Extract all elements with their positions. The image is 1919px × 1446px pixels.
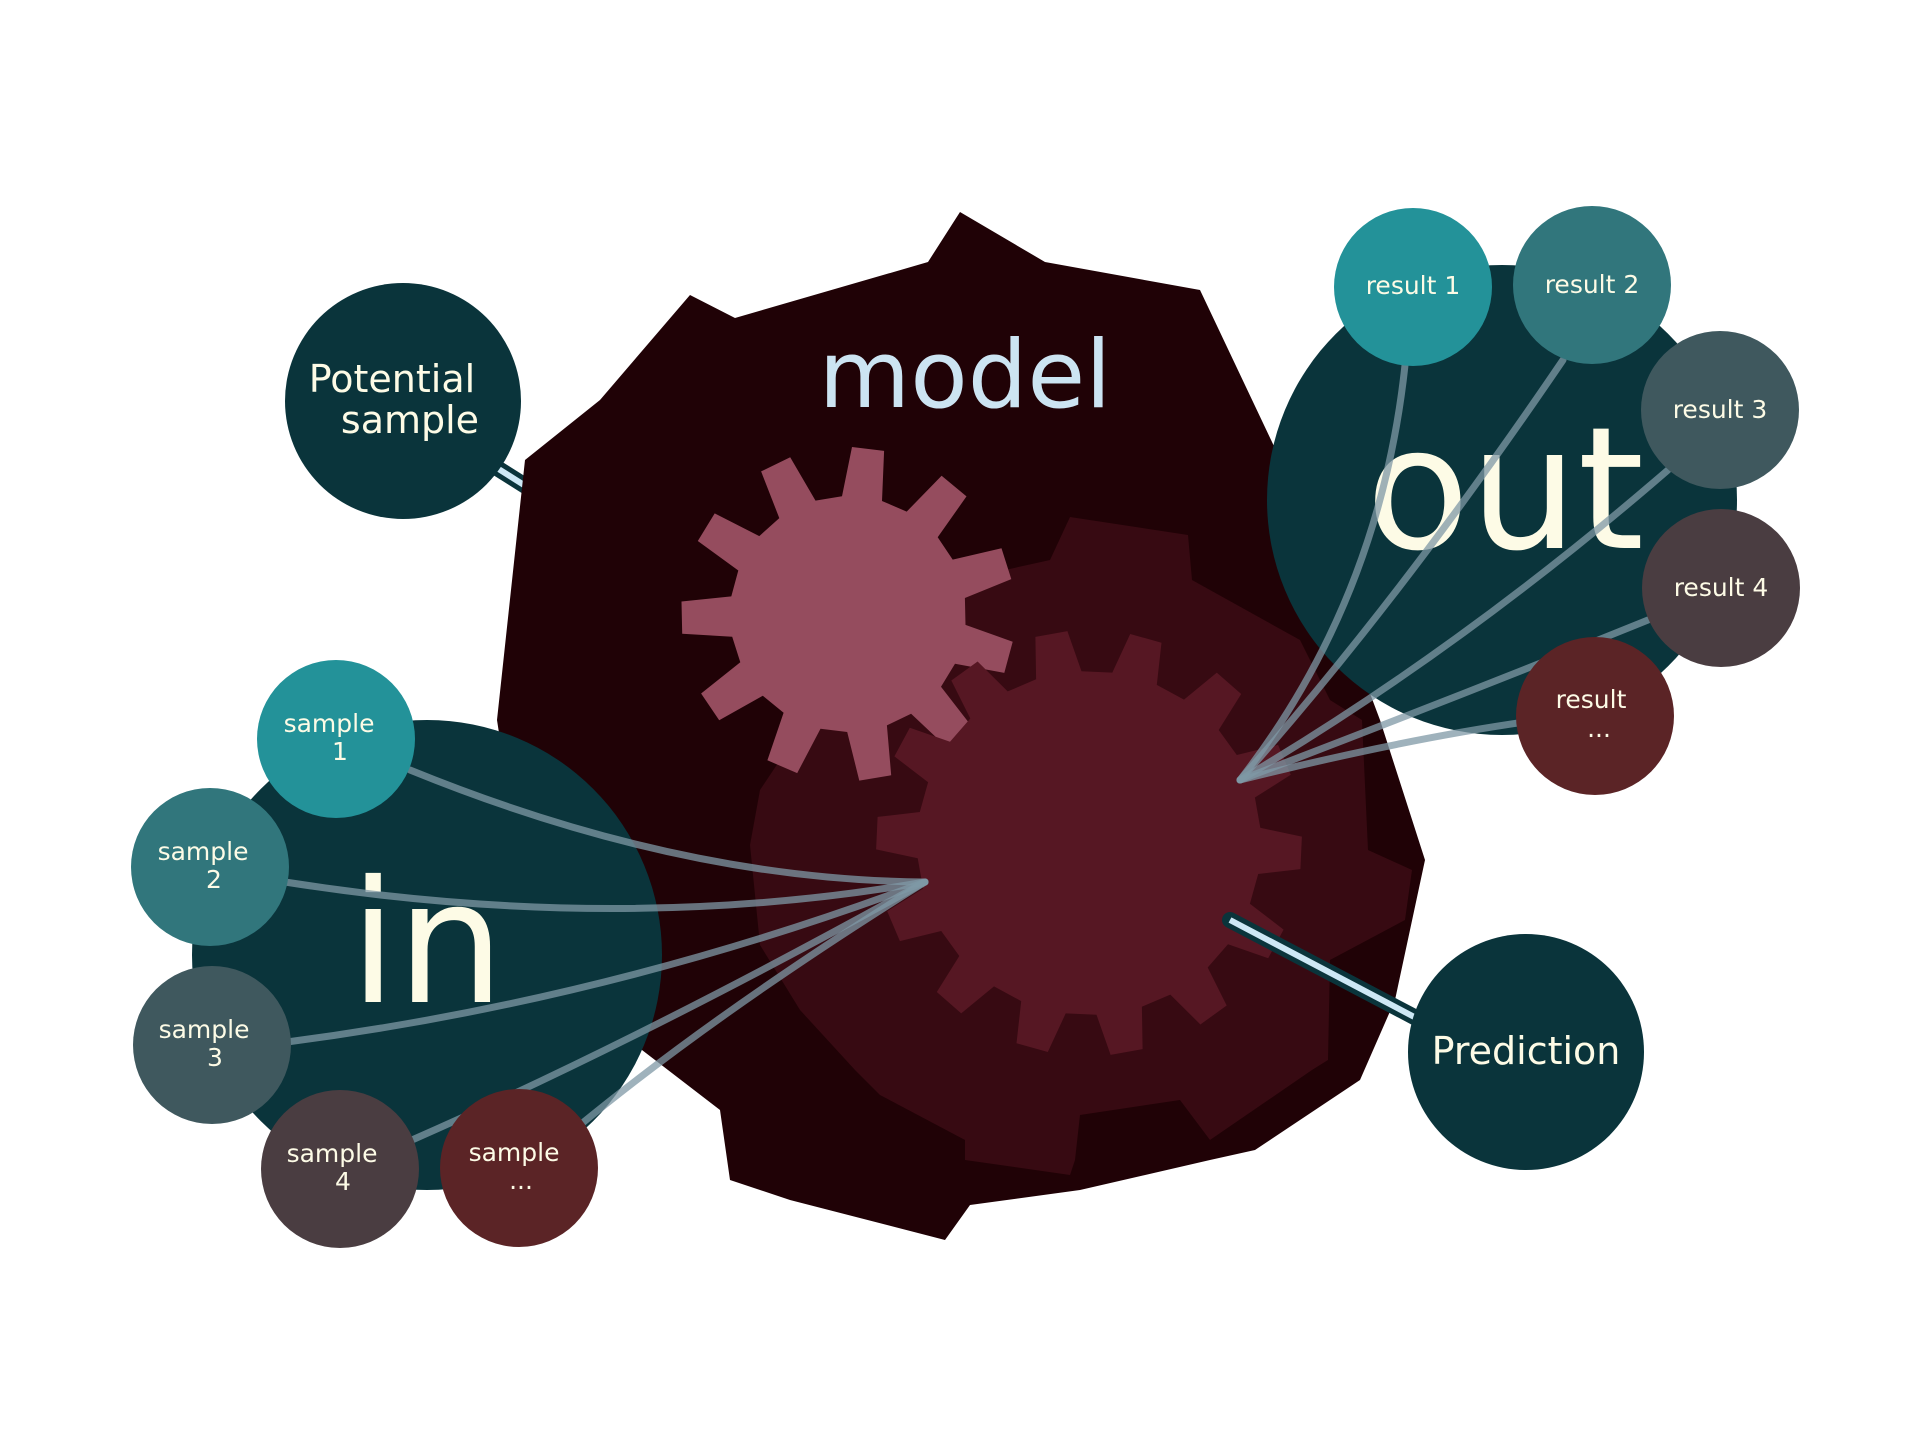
output-group: out (1267, 265, 1737, 735)
output-spoke-1 (1236, 361, 1409, 784)
result-label-5: result ... (1556, 685, 1635, 743)
output-spoke-2 (1236, 356, 1567, 784)
result-label-3: result 3 (1673, 395, 1768, 424)
small-gear (681, 447, 1013, 781)
input-group-circle (192, 720, 662, 1190)
big-gear (876, 631, 1302, 1055)
output-group-label: out (1366, 391, 1644, 589)
result-node-5: result ... (1516, 637, 1674, 795)
prediction-label: Prediction (1432, 1029, 1621, 1073)
model-label: model (819, 321, 1112, 430)
potential-sample-node: Potential sample (285, 283, 521, 519)
prediction-connector (1222, 912, 1428, 1028)
sample-label-3: sample 3 (159, 1015, 258, 1072)
result-label-4: result 4 (1674, 573, 1769, 602)
input-spoke-5 (576, 878, 929, 1129)
output-group-circle (1267, 265, 1737, 735)
output-spoke-3 (1236, 466, 1672, 784)
input-spoke-3 (283, 878, 929, 1046)
sample-node-3: sample 3 (133, 966, 291, 1124)
sample-node-1: sample 1 (257, 660, 415, 818)
result-node-1: result 1 (1334, 208, 1492, 366)
prediction-node: Prediction (1408, 934, 1644, 1170)
result-node-3: result 3 (1641, 331, 1799, 489)
sample-node-4: sample 4 (261, 1090, 419, 1248)
output-spokes (1236, 356, 1672, 784)
input-spoke-1 (406, 766, 929, 886)
input-spoke-2 (281, 878, 929, 912)
result-node-2: result 2 (1513, 206, 1671, 364)
output-spoke-5 (1236, 718, 1529, 784)
sample-label-1: sample 1 (284, 709, 383, 766)
sample-label-4: sample 4 (287, 1139, 386, 1196)
sample-label-2: sample 2 (158, 837, 257, 894)
result-node-4: result 4 (1642, 509, 1800, 667)
sample-node-2: sample 2 (131, 788, 289, 946)
potential-sample-label: Potential sample (309, 357, 488, 442)
sample-label-5: sample ... (469, 1138, 568, 1195)
sample-node-5: sample ... (440, 1089, 598, 1247)
input-group-label: in (350, 845, 505, 1043)
result-label-2: result 2 (1545, 270, 1640, 299)
result-label-1: result 1 (1366, 271, 1461, 300)
